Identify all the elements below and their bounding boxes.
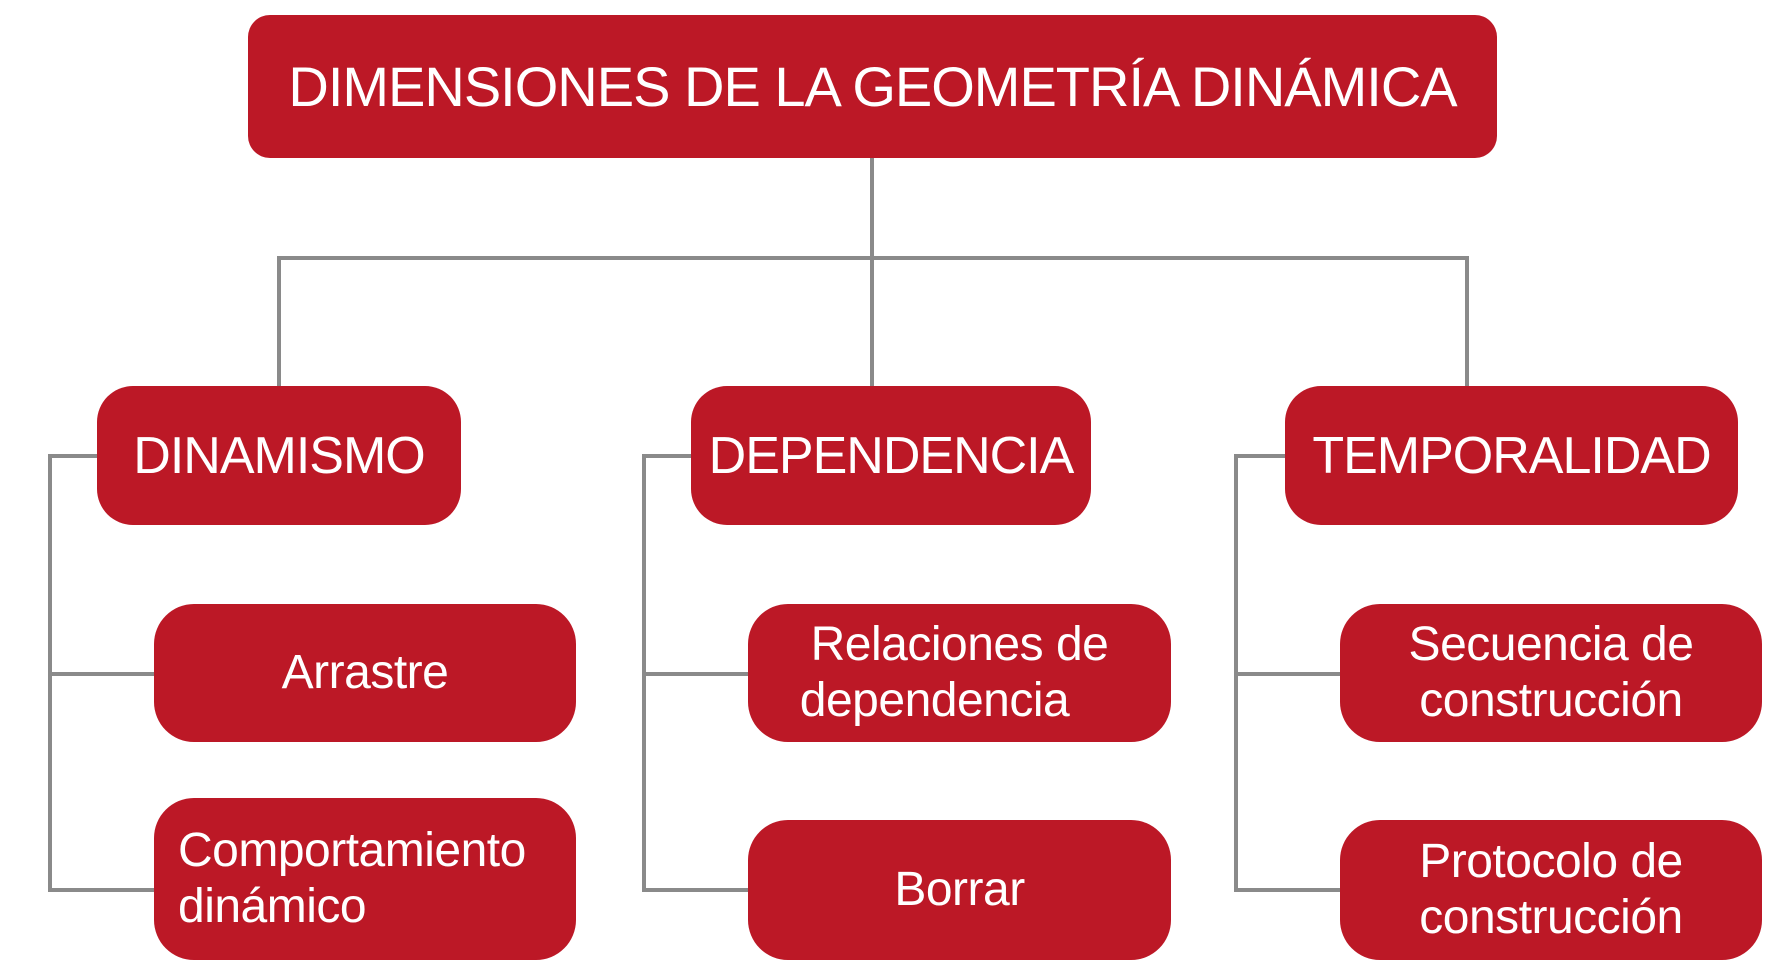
connector-to-dinamismo — [277, 256, 281, 388]
node-line: Comportamiento — [178, 824, 526, 877]
node-relaciones-de-dependencia: Relaciones de dependencia — [748, 604, 1171, 742]
node-protocolo-de-construccion: Protocolo de construcción — [1340, 820, 1762, 960]
node-line: Relaciones de — [810, 618, 1109, 671]
node-arrastre: Arrastre — [154, 604, 576, 742]
bracket-temporalidad-2 — [1234, 888, 1342, 892]
node-temporalidad: TEMPORALIDAD — [1285, 386, 1738, 525]
node-line: dinámico — [178, 880, 367, 933]
bracket-dependencia-1 — [642, 672, 750, 676]
diagram-title: DIMENSIONES DE LA GEOMETRÍA DINÁMICA — [248, 15, 1497, 158]
connector-to-temporalidad — [1465, 256, 1469, 388]
node-line: construcción — [1419, 891, 1683, 944]
node-comportamiento-dinamico: Comportamiento dinámico — [154, 798, 576, 960]
node-dependencia: DEPENDENCIA — [691, 386, 1091, 525]
bracket-dependencia-top — [642, 454, 692, 458]
node-line: Arrastre — [281, 646, 449, 699]
bracket-dinamismo-2 — [48, 888, 156, 892]
node-dinamismo: DINAMISMO — [97, 386, 461, 525]
bracket-dependencia-2 — [642, 888, 750, 892]
node-line: Protocolo de — [1419, 835, 1683, 888]
node-line: Borrar — [894, 863, 1025, 916]
connector-horizontal-main — [277, 256, 1469, 260]
bracket-dinamismo-1 — [48, 672, 156, 676]
bracket-dinamismo-top — [48, 454, 98, 458]
node-borrar: Borrar — [748, 820, 1171, 960]
node-secuencia-de-construccion: Secuencia de construcción — [1340, 604, 1762, 742]
node-line: Secuencia de — [1408, 618, 1694, 671]
node-line: dependencia — [799, 674, 1070, 727]
node-line: construcción — [1419, 674, 1683, 727]
bracket-temporalidad-top — [1234, 454, 1286, 458]
connector-title-down — [870, 158, 874, 388]
bracket-temporalidad-1 — [1234, 672, 1342, 676]
